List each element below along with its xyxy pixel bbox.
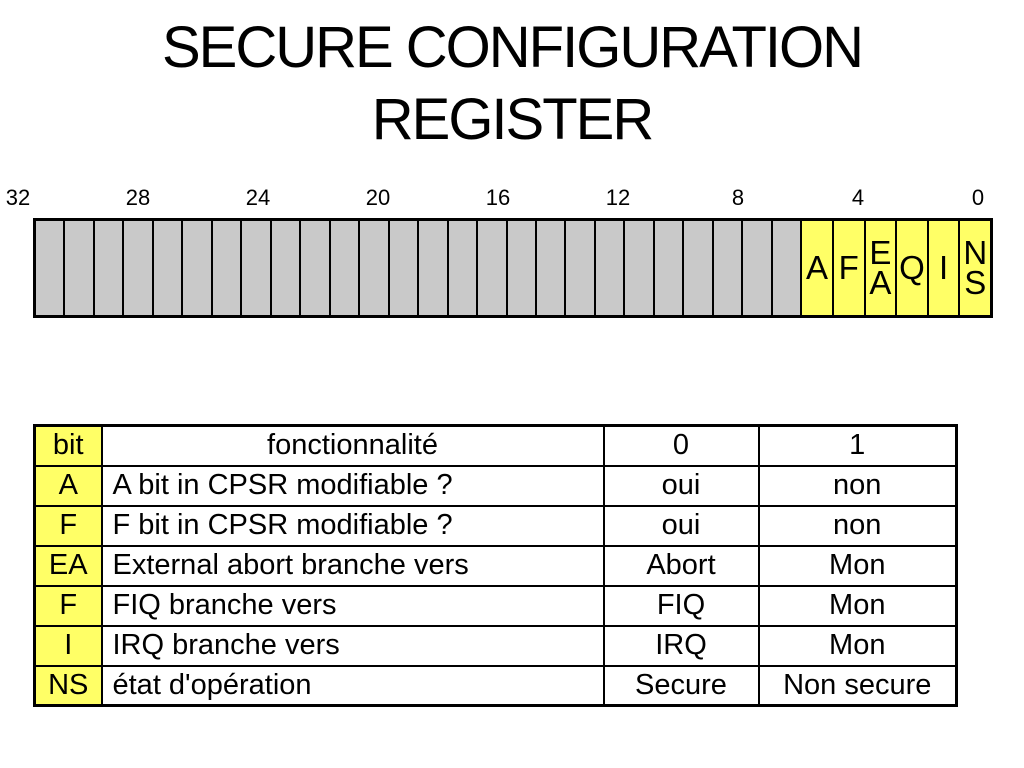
field-bit-cell-ea: EA (865, 221, 898, 315)
bit-index-label-8: 8 (731, 185, 745, 210)
reserved-bit-cell (713, 221, 744, 315)
table-header-row: bit fonctionnalité 0 1 (33, 424, 958, 467)
value1-cell: Mon (757, 544, 958, 587)
reserved-bit-cell (478, 221, 508, 315)
field-bit-cell-ns: NS (960, 221, 991, 315)
col-header-fonctionnalite: fonctionnalité (100, 424, 605, 467)
reserved-bit-cell (595, 221, 626, 315)
bit-label-cell: EA (33, 544, 103, 587)
register-cells-row: A F EA Q I NS (33, 218, 993, 318)
reserved-bit-cell (389, 221, 420, 315)
reserved-bit-cell (566, 221, 596, 315)
reserved-bit-cell (271, 221, 302, 315)
reserved-bit-cell (242, 221, 272, 315)
function-cell: External abort branche vers (100, 544, 605, 587)
bit-index-label-0: 0 (971, 185, 985, 210)
reserved-bit-cell (743, 221, 773, 315)
field-label-ea: EA (869, 233, 892, 301)
function-cell: A bit in CPSR modifiable ? (100, 464, 605, 507)
reserved-bit-cell (625, 221, 655, 315)
bit-label-cell: F (33, 584, 103, 627)
reserved-bit-cell (536, 221, 567, 315)
register-diagram: 32 28 24 20 16 12 8 4 0 A (6, 185, 993, 318)
function-cell: FIQ branche vers (100, 584, 605, 627)
bit-index-label-28: 28 (125, 185, 151, 210)
value1-cell: Non secure (757, 664, 958, 707)
reserved-bit-cell (65, 221, 95, 315)
reserved-bit-cell (772, 221, 803, 315)
reserved-bit-cell (330, 221, 361, 315)
bit-index-label-12: 12 (605, 185, 631, 210)
table-row-ea: EA External abort branche vers Abort Mon (33, 544, 958, 587)
table-row-fiq: F FIQ branche vers FIQ Mon (33, 584, 958, 627)
reserved-bit-cell (183, 221, 213, 315)
reserved-bit-cell (36, 221, 66, 315)
field-label-ns: NS (963, 233, 988, 301)
bit-index-label-32: 32 (5, 185, 31, 210)
bit-index-label-4: 4 (851, 185, 865, 210)
function-cell: état d'opération (100, 664, 605, 707)
bit-index-label-24: 24 (245, 185, 271, 210)
field-label-i: I (939, 248, 949, 286)
value0-cell: oui (602, 464, 760, 507)
reserved-bit-cell (153, 221, 184, 315)
table-row-ns: NS état d'opération Secure Non secure (33, 664, 958, 707)
reserved-bit-cell (419, 221, 449, 315)
value1-cell: Mon (757, 584, 958, 627)
reserved-bit-cell (507, 221, 537, 315)
field-bit-cell-q: Q (897, 221, 929, 315)
value1-cell: Mon (757, 624, 958, 667)
function-cell: IRQ branche vers (100, 624, 605, 667)
value0-cell: Abort (602, 544, 760, 587)
bit-label-cell: A (33, 464, 103, 507)
function-cell: F bit in CPSR modifiable ? (100, 504, 605, 547)
reserved-bit-cell (684, 221, 714, 315)
page-title-text: SECURE CONFIGURATION REGISTER (161, 15, 864, 152)
bit-index-label-20: 20 (365, 185, 391, 210)
value1-cell: non (757, 464, 958, 507)
bit-label-cell: NS (33, 664, 103, 707)
table-row-a: A A bit in CPSR modifiable ? oui non (33, 464, 958, 507)
reserved-bit-cell (654, 221, 685, 315)
field-bit-cell-f: F (833, 221, 866, 315)
field-label-a: A (806, 248, 829, 286)
bit-label-cell: F (33, 504, 103, 547)
value0-cell: oui (602, 504, 760, 547)
col-header-value1: 1 (757, 424, 958, 467)
scr-bits-table: bit fonctionnalité 0 1 A A bit in CPSR m… (33, 424, 958, 707)
value1-cell: non (757, 504, 958, 547)
reserved-bit-cell (301, 221, 331, 315)
reserved-bit-cell (448, 221, 479, 315)
col-header-bit: bit (33, 424, 103, 467)
page-title: SECURE CONFIGURATION REGISTER (0, 12, 1024, 156)
field-label-f: F (838, 248, 859, 286)
table-row-irq: I IRQ branche vers IRQ Mon (33, 624, 958, 667)
field-bit-cell-a: A (802, 221, 834, 315)
reserved-bit-cell (360, 221, 390, 315)
field-bit-cell-i: I (928, 221, 961, 315)
col-header-value0: 0 (602, 424, 760, 467)
value0-cell: Secure (602, 664, 760, 707)
reserved-bit-cell (124, 221, 154, 315)
value0-cell: IRQ (602, 624, 760, 667)
reserved-bit-cell (94, 221, 125, 315)
field-label-q: Q (899, 248, 925, 286)
reserved-bit-cell (212, 221, 243, 315)
bit-index-label-16: 16 (485, 185, 511, 210)
table-row-f: F F bit in CPSR modifiable ? oui non (33, 504, 958, 547)
value0-cell: FIQ (602, 584, 760, 627)
bit-label-cell: I (33, 624, 103, 667)
